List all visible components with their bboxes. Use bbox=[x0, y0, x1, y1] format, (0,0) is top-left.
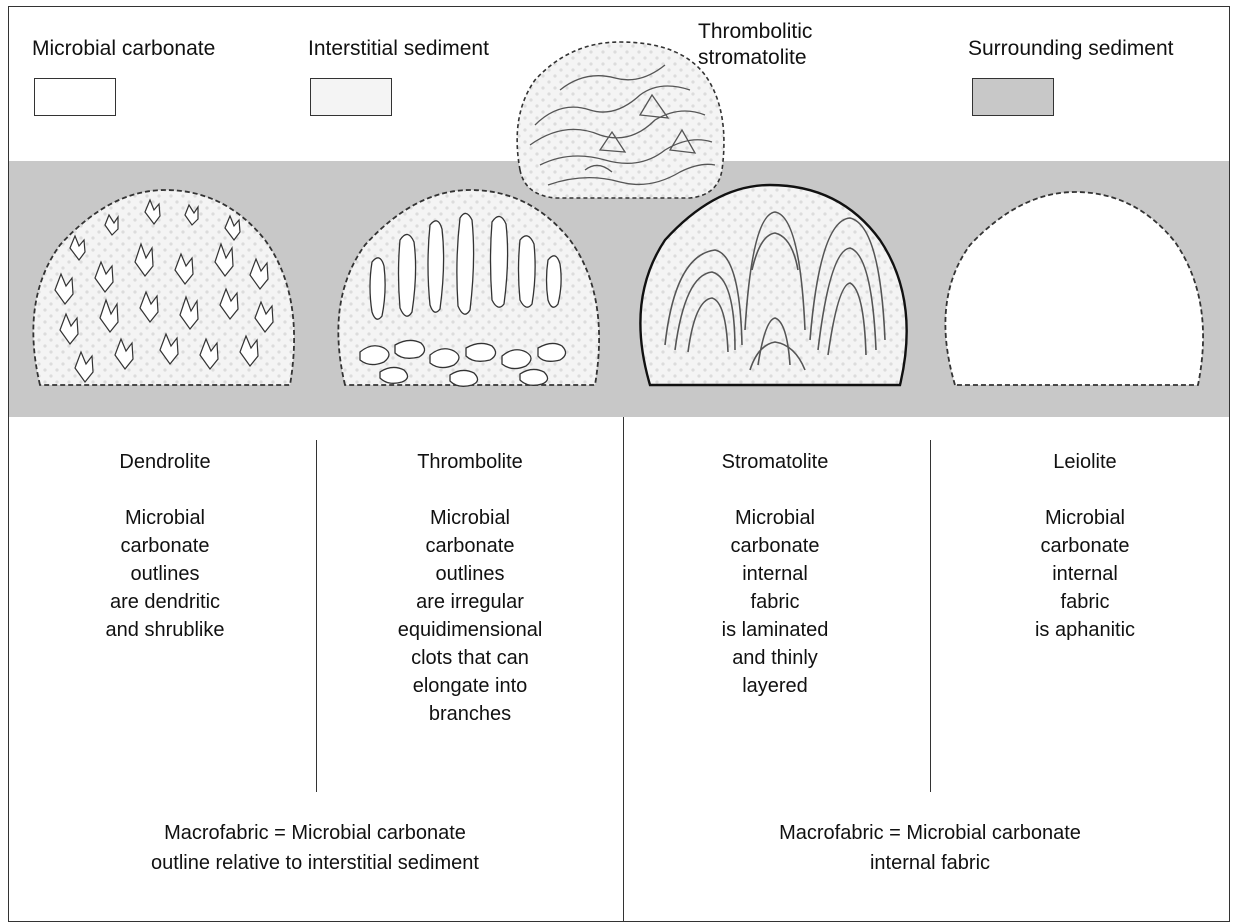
macrofabric-caption-internal: Macrofabric = Microbial carbonate intern… bbox=[635, 818, 1225, 878]
divider-macrofabric-groups bbox=[623, 417, 624, 922]
column-leiolite: Leiolite Microbial carbonate internal fa… bbox=[960, 448, 1210, 644]
type-name-thrombolite: Thrombolite bbox=[340, 448, 600, 476]
type-name-leiolite: Leiolite bbox=[960, 448, 1210, 476]
column-thrombolite: Thrombolite Microbial carbonate outlines… bbox=[340, 448, 600, 728]
type-description-stromatolite: Microbial carbonate internal fabric is l… bbox=[650, 504, 900, 700]
thrombolite-illustration bbox=[338, 190, 599, 386]
thrombolitic-stromatolite-illustration bbox=[517, 42, 724, 198]
type-name-stromatolite: Stromatolite bbox=[650, 448, 900, 476]
macrofabric-caption-outline: Macrofabric = Microbial carbonate outlin… bbox=[20, 818, 610, 878]
column-dendrolite: Dendrolite Microbial carbonate outlines … bbox=[40, 448, 290, 644]
column-stromatolite: Stromatolite Microbial carbonate interna… bbox=[650, 448, 900, 700]
type-description-thrombolite: Microbial carbonate outlines are irregul… bbox=[340, 504, 600, 728]
type-description-leiolite: Microbial carbonate internal fabric is a… bbox=[960, 504, 1210, 644]
divider-stromatolite-leiolite bbox=[930, 440, 931, 792]
leiolite-illustration bbox=[945, 192, 1203, 385]
divider-dendrolite-thrombolite bbox=[316, 440, 317, 792]
stromatolite-illustration bbox=[640, 185, 906, 385]
dendrolite-illustration bbox=[33, 190, 294, 385]
type-name-dendrolite: Dendrolite bbox=[40, 448, 290, 476]
type-description-dendrolite: Microbial carbonate outlines are dendrit… bbox=[40, 504, 290, 644]
